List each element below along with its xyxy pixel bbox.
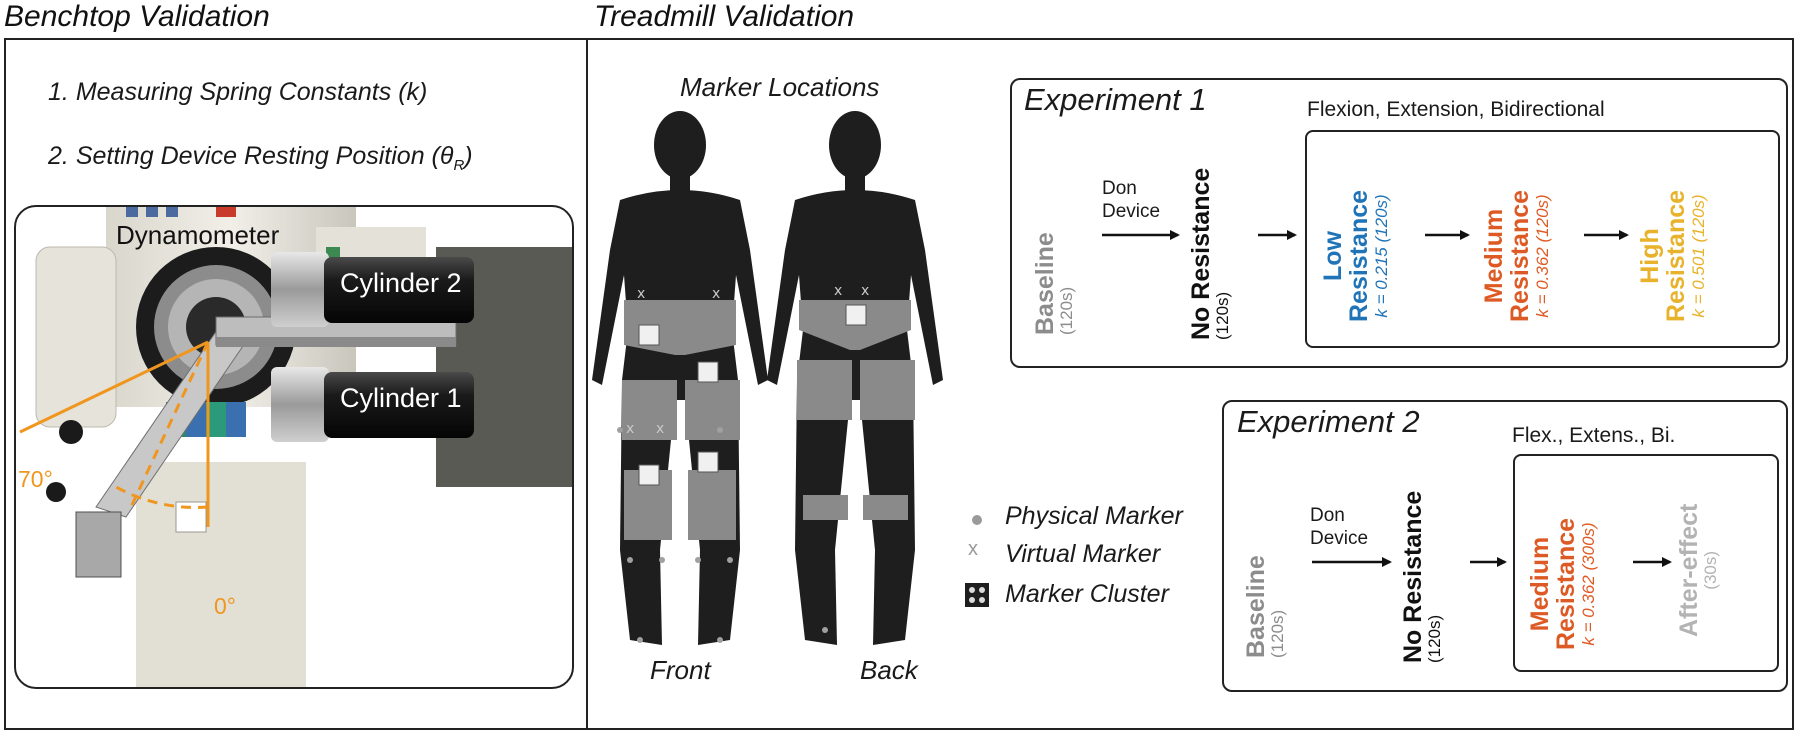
experiment-2-resistance-box	[1513, 454, 1779, 672]
svg-text:x: x	[637, 286, 645, 302]
dynamometer-photo	[14, 205, 574, 689]
experiment-1-box	[1010, 78, 1788, 368]
dynamometer-illustration	[19, 207, 572, 687]
theta-symbol: θ	[439, 142, 454, 170]
back-label: Back	[860, 655, 918, 685]
physical-marker-icon	[972, 515, 982, 525]
cylinder2-label: Cylinder 2	[340, 268, 462, 298]
angle-0-label: 0°	[214, 593, 236, 619]
exp1-baseline: Baseline(120s)	[1031, 232, 1077, 335]
legend-virtual-marker: Virtual Marker	[1005, 540, 1161, 568]
legend-marker-cluster: Marker Cluster	[1005, 580, 1169, 608]
cylinder1-label: Cylinder 1	[340, 383, 462, 413]
virtual-marker-icon: x	[968, 538, 978, 560]
svg-text:x: x	[626, 421, 634, 437]
experiment-2-title: Experiment 2	[1237, 404, 1420, 439]
experiment-1-resistance-box	[1305, 130, 1780, 348]
svg-text:x: x	[861, 283, 869, 299]
svg-text:x: x	[834, 283, 842, 299]
experiment-2-conditions: Flex., Extens., Bi.	[1512, 424, 1676, 447]
treadmill-panel	[586, 38, 1794, 730]
back-body: x x	[767, 111, 943, 645]
treadmill-title: Treadmill Validation	[594, 0, 855, 33]
benchtop-item-1: 1. Measuring Spring Constants (k)	[48, 78, 428, 106]
exp2-after-effect: After-effect(30s)	[1675, 503, 1721, 637]
angle-70-label: 70°	[18, 466, 53, 492]
seventy-degree-line	[19, 340, 209, 434]
experiment-1-title: Experiment 1	[1024, 82, 1207, 117]
exp2-no-resistance: No Resistance(120s)	[1399, 490, 1445, 663]
svg-text:x: x	[656, 421, 664, 437]
marker-cluster-icon	[965, 583, 989, 607]
exp1-no-resistance: No Resistance(120s)	[1187, 167, 1233, 340]
benchtop-title: Benchtop Validation	[4, 0, 270, 33]
exp2-baseline: Baseline(120s)	[1242, 555, 1288, 658]
experiment-1-conditions: Flexion, Extension, Bidirectional	[1307, 98, 1605, 121]
marker-locations-label: Marker Locations	[680, 72, 880, 102]
benchtop-item-2: 2. Setting Device Resting Position (θR)	[48, 142, 473, 174]
front-body: x x x x	[592, 111, 768, 645]
experiment-2-box	[1222, 400, 1788, 692]
front-label: Front	[650, 655, 711, 685]
dynamometer-label: Dynamometer	[116, 220, 280, 250]
svg-text:x: x	[712, 286, 720, 302]
body-silhouettes: x x x x x x	[592, 111, 943, 645]
legend-physical-marker: Physical Marker	[1005, 502, 1183, 530]
